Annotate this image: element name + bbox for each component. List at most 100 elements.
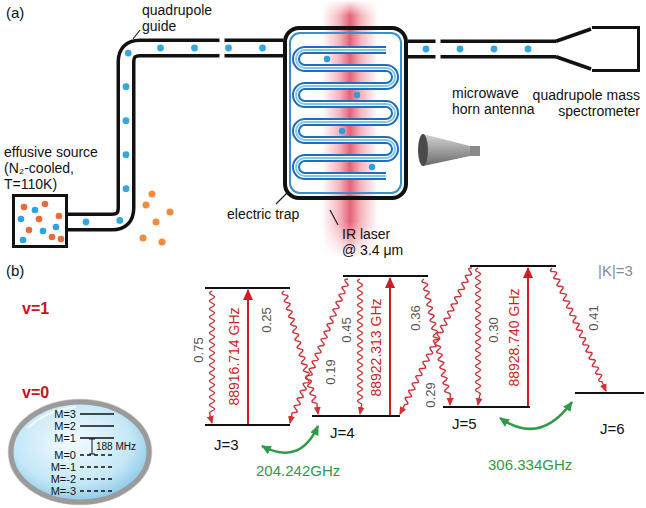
sublevel-line [80,437,114,438]
molecule-dot [36,216,43,223]
transition-frequency: 88916.714 GHz [227,307,242,405]
guide-bore [68,48,283,222]
molecule-dot [149,191,156,198]
decay-arrow [400,268,472,414]
molecule-dot [157,45,164,52]
sublevel-line [80,466,114,467]
quadrupole-guide [68,36,283,225]
source-node: effusive source (N₂-cooled, T=110K) [4,144,108,248]
escaping-molecules [140,191,174,246]
molecule-dot [125,50,132,57]
pump-arrow [527,268,529,406]
molecule-dot [259,45,266,52]
electric-trap: electric trap [283,26,408,200]
rotational-frequency: 204.242GHz [256,462,340,479]
sublevel-line [80,454,114,455]
decay-arrow [210,291,215,423]
molecule-dot [49,234,56,241]
level-label: J=5 [452,415,477,432]
splitting-bracket [89,454,95,455]
leader-line [330,210,338,225]
electrode [296,50,395,176]
pump-transitions [248,268,528,424]
molecule-dot [32,207,39,214]
horn-antenna [423,134,470,166]
level-label: J=4 [330,424,355,441]
decay-arrow [282,291,318,414]
sublevel-label: M=-1 [51,461,76,473]
molecule-dot [159,239,166,246]
waveguide-feed [470,146,480,156]
energy-level [205,424,290,426]
molecule-dot [143,202,150,209]
ir-laser-beam [322,0,378,258]
molecule-dot [354,92,360,98]
sublevel-line [80,413,114,414]
level-label: J=6 [600,420,625,437]
guide-gap [220,36,225,60]
electrode [296,50,395,176]
molecule-dot [369,164,375,170]
molecule-dot [123,151,130,158]
trap-label: electric trap [227,206,299,222]
sublevel-label: M=-2 [51,473,76,485]
double-arrow [262,426,318,453]
branching-ratio: 0.41 [586,305,600,330]
pump-arrow [389,278,391,415]
sublevel-label: M=0 [54,449,76,461]
branching-ratio: 0.29 [423,382,437,407]
molecule-dot [140,235,147,242]
splitting-bracket [89,439,95,440]
decay-arrow [358,279,363,414]
guide-funnel [556,29,591,41]
mass-spectrometer: quadrupole mass spectrometer [592,26,640,72]
branching-ratio: 0.45 [339,317,353,342]
energy-level [443,406,530,408]
lens [6,398,154,506]
guide-bore [408,43,556,55]
sublevel-label: M=1 [54,432,76,444]
panel-label: (b) [6,262,24,280]
sublevel-label: M=2 [54,420,76,432]
guide-wall [408,40,556,59]
molecule-dot [339,128,345,134]
lens-rim [9,400,152,505]
energy-level [312,415,400,417]
spectrometer-label: quadrupole mass spectrometer [526,87,640,119]
pump-arrow [247,290,249,424]
molecule-dot [123,185,130,192]
part-label: IR laser @ 3.4 μm [342,226,406,258]
branching-ratio: 0.25 [259,307,273,332]
vibrational-label: v=1 [22,300,49,318]
molecule-dot [21,204,28,211]
trap-frame [290,33,401,193]
branching-ratio: 0.75 [191,337,205,362]
leader-line [276,193,287,204]
molecule-dot [123,117,130,124]
transition-frequency: 88922.313 GHz [369,298,384,396]
guide-funnel [556,57,591,69]
horn-mouth [418,134,428,166]
source-label: effusive source (N₂-cooled, T=110K) [4,144,108,192]
transition-frequency: 88928.740 GHz [507,288,522,386]
decay-transitions [210,268,607,423]
decay-arrow [290,279,348,423]
panel-label: (a) [6,4,24,22]
energy-levels [205,266,644,425]
energy-level [205,287,290,289]
decay-arrow [476,268,481,405]
molecule-dot [18,216,25,223]
molecule-dot [56,213,63,220]
energy-level [343,275,428,277]
rotational-transitions [262,402,572,453]
branching-ratio: 0.36 [408,305,422,330]
sublevel-label: M=-3 [51,485,76,497]
source-box [12,194,68,248]
branching-ratio: 0.30 [486,317,500,342]
molecule-dots [15,197,65,245]
guide-gap [436,37,441,61]
sublevel-line [80,490,114,491]
molecule-dot [191,45,198,52]
molecule-dot [153,219,160,226]
leader-line [133,30,140,39]
